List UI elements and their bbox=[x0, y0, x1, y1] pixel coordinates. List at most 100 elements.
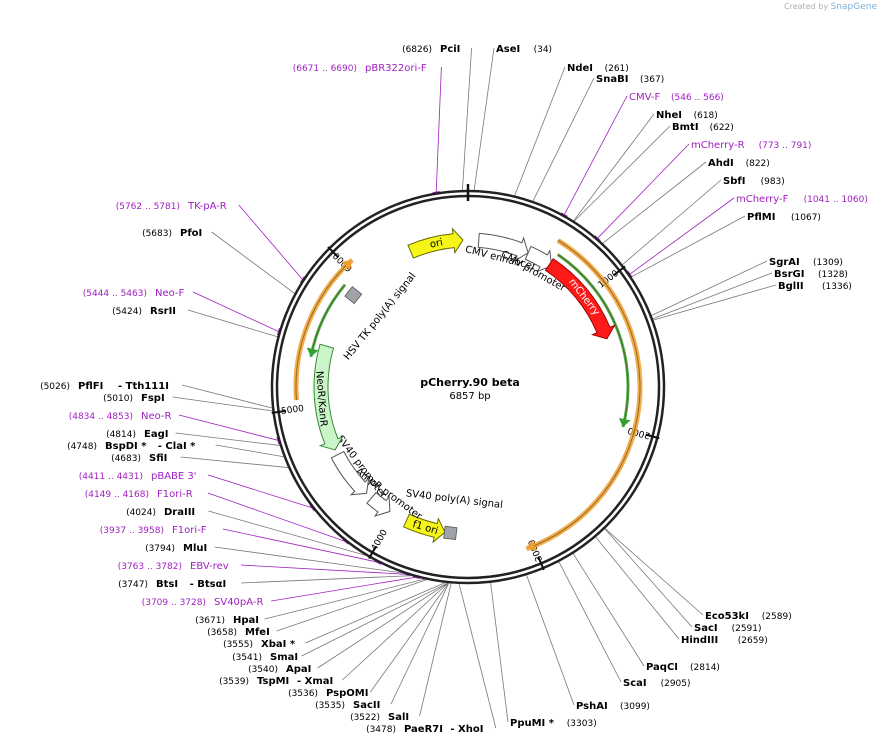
site-extra-paer7i: - XhoI bbox=[450, 724, 483, 735]
site-fspi[interactable]: (5010)FspI bbox=[103, 393, 165, 404]
site-coord-xbai: (3555) bbox=[223, 640, 253, 650]
site-ndei[interactable]: NdeI(261) bbox=[567, 63, 629, 74]
site-sbfi[interactable]: SbfI(983) bbox=[723, 176, 785, 187]
site-name-btsi: BtsI bbox=[156, 579, 178, 590]
feature-cmv-enhancer[interactable] bbox=[477, 232, 529, 262]
site-coord-ndei: (261) bbox=[605, 64, 629, 74]
site-ebv-rev[interactable]: (3763 .. 3782)EBV-rev bbox=[118, 561, 229, 572]
site-tk-pa-r[interactable]: (5762 .. 5781)TK-pA-R bbox=[116, 201, 227, 212]
site-extra-btsi: - BtsαI bbox=[190, 579, 227, 590]
site-nhei[interactable]: NheI(618) bbox=[656, 110, 718, 121]
feature-sv40-promoter[interactable] bbox=[330, 450, 370, 496]
site-name-hindiii: HindIII bbox=[681, 635, 718, 646]
primer-arrowhead-neo-orange bbox=[341, 259, 353, 271]
site-f1ori-r[interactable]: (4149 .. 4168)F1ori-R bbox=[85, 489, 193, 500]
site-extra-pflfi: - Tth111I bbox=[118, 381, 169, 392]
site-name-hpai: HpaI bbox=[233, 615, 259, 626]
site-coord-neo-r: (4834 .. 4853) bbox=[69, 412, 133, 422]
site-neo-r[interactable]: (4834 .. 4853)Neo-R bbox=[69, 411, 172, 422]
site-name-pflmi: PflMI bbox=[747, 212, 775, 223]
site-extra-tspmi: - XmaI bbox=[297, 676, 333, 687]
site-paer7i[interactable]: (3478)PaeR7I- XhoI bbox=[366, 724, 483, 735]
site-pshai[interactable]: PshAI(3099) bbox=[576, 701, 650, 712]
feature-f1-ori[interactable] bbox=[402, 513, 446, 544]
site-saci[interactable]: SacI(2591) bbox=[694, 623, 762, 634]
site-ahdi[interactable]: AhdI(822) bbox=[708, 158, 770, 169]
feature-cmv-promoter[interactable] bbox=[524, 245, 553, 273]
site-asei[interactable]: AseI(34) bbox=[496, 44, 552, 55]
site-bmti[interactable]: BmtI(622) bbox=[672, 122, 734, 133]
site-scai[interactable]: ScaI(2905) bbox=[623, 678, 691, 689]
site-sfii[interactable]: (4683)SfiI bbox=[111, 453, 167, 464]
site-name-pflfi: PflFI bbox=[78, 381, 103, 392]
site-labels: (6826)PciI AseI(34) NdeI(261)SnaBI(367) CMV… bbox=[40, 44, 868, 735]
site-mcherry-r[interactable]: mCherry-R(773 .. 791) bbox=[691, 140, 811, 151]
site-coord-tspmi: (3539) bbox=[219, 677, 249, 687]
feature-ampr-promoter[interactable] bbox=[366, 491, 391, 517]
tick-mark-4000 bbox=[368, 545, 377, 559]
site-pflfi[interactable]: (5026)PflFI- Tth111I bbox=[40, 381, 169, 392]
feature-mcherry[interactable] bbox=[544, 258, 616, 340]
site-coord-psp0mi: (3536) bbox=[288, 689, 318, 699]
site-sacii[interactable]: (3535)SacII bbox=[315, 700, 380, 711]
site-rsrii[interactable]: (5424)RsrII bbox=[112, 306, 176, 317]
site-eco53ki[interactable]: Eco53kI(2589) bbox=[705, 611, 792, 622]
site-coord-nhei: (618) bbox=[694, 111, 718, 121]
site-tspmi[interactable]: (3539) TspMI - XmaI bbox=[219, 676, 333, 687]
site-apai[interactable]: (3540)ApaI bbox=[248, 664, 311, 675]
site-draiii[interactable]: (4024)DraIII bbox=[126, 507, 195, 518]
site-mlui[interactable]: (3794)MluI bbox=[145, 543, 207, 554]
site-name-tspmi: TspMI bbox=[257, 676, 289, 687]
leader-line-ppumi bbox=[490, 582, 509, 723]
primer-arrowhead-mcherry-green bbox=[618, 417, 631, 427]
site-ppumi[interactable]: PpuMI *(3303) bbox=[510, 718, 597, 729]
site-hpai[interactable]: (3671)HpaI bbox=[195, 615, 259, 626]
site-cmv-f[interactable]: CMV-F(546 .. 566) bbox=[629, 92, 724, 103]
site-btsi[interactable]: (3747)BtsI- BtsαI bbox=[118, 579, 226, 590]
site-neo-f[interactable]: (5444 .. 5463)Neo-F bbox=[83, 288, 185, 299]
site-paqci[interactable]: PaqCI(2814) bbox=[646, 662, 720, 673]
site-coord-sbfi: (983) bbox=[761, 177, 785, 187]
site-name-ppumi: PpuMI * bbox=[510, 718, 555, 729]
leader-line-mcherry-r bbox=[597, 143, 690, 239]
box-sv40-polya[interactable] bbox=[443, 525, 458, 541]
site-snabi[interactable]: SnaBI(367) bbox=[596, 74, 664, 85]
leader-line-paqci bbox=[572, 553, 645, 667]
leader-line-sbfi bbox=[622, 179, 722, 265]
site-pfoi[interactable]: (5683)PfoI bbox=[142, 228, 202, 239]
site-name-smai: SmaI bbox=[270, 652, 298, 663]
leader-line-f1ori-r bbox=[207, 492, 347, 542]
site-sgrai[interactable]: SgrAI(1309) bbox=[769, 257, 843, 268]
plasmid-length: 6857 bp bbox=[449, 391, 490, 402]
site-pbr322ori-f[interactable]: (6671 .. 6690)pBR322ori-F bbox=[293, 63, 427, 74]
site-coord-hindiii: (2659) bbox=[738, 636, 768, 646]
site-eagi[interactable]: (4814)EagI bbox=[106, 429, 168, 440]
site-sv40pa-r[interactable]: (3709 .. 3728)SV40pA-R bbox=[142, 597, 264, 608]
site-name-scai: ScaI bbox=[623, 678, 647, 689]
site-pcii[interactable]: (6826)PciI bbox=[402, 44, 460, 55]
site-psp0mi[interactable]: (3536)PspOMI bbox=[288, 688, 368, 699]
site-smai[interactable]: (3541)SmaI bbox=[232, 652, 298, 663]
site-pflmi[interactable]: PflMI(1067) bbox=[747, 212, 821, 223]
site-pbabe3[interactable]: (4411 .. 4431)pBABE 3' bbox=[79, 471, 197, 482]
box-hsv-tk-polya[interactable] bbox=[344, 286, 363, 305]
leader-line-smai bbox=[301, 582, 448, 657]
site-coord-eagi: (4814) bbox=[106, 430, 136, 440]
site-name-mcherry-r: mCherry-R bbox=[691, 140, 745, 151]
site-hindiii[interactable]: HindIII (2659) bbox=[681, 635, 768, 646]
leader-line-pflmi bbox=[631, 215, 746, 278]
feature-ori[interactable] bbox=[407, 227, 464, 259]
site-bglii[interactable]: BglII(1336) bbox=[778, 281, 852, 292]
site-xbai[interactable]: (3555)XbaI * bbox=[223, 639, 296, 650]
site-f1ori-f[interactable]: (3937 .. 3958)F1ori-F bbox=[100, 525, 207, 536]
site-name-cmv-f: CMV-F bbox=[629, 92, 660, 103]
site-name-draiii: DraIII bbox=[164, 507, 195, 518]
site-mfei[interactable]: (3658)MfeI bbox=[207, 627, 270, 638]
site-bspdi[interactable]: (4748)BspDI *- ClaI * bbox=[67, 441, 196, 452]
site-sali[interactable]: (3522)SalI bbox=[350, 712, 409, 723]
site-mcherry-f[interactable]: mCherry-F(1041 .. 1060) bbox=[736, 194, 868, 205]
site-bsrgi[interactable]: BsrGI(1328) bbox=[774, 269, 848, 280]
site-name-paqci: PaqCI bbox=[646, 662, 678, 673]
site-name-neo-f: Neo-F bbox=[155, 288, 185, 299]
feature-neor-kanr[interactable] bbox=[313, 343, 344, 451]
